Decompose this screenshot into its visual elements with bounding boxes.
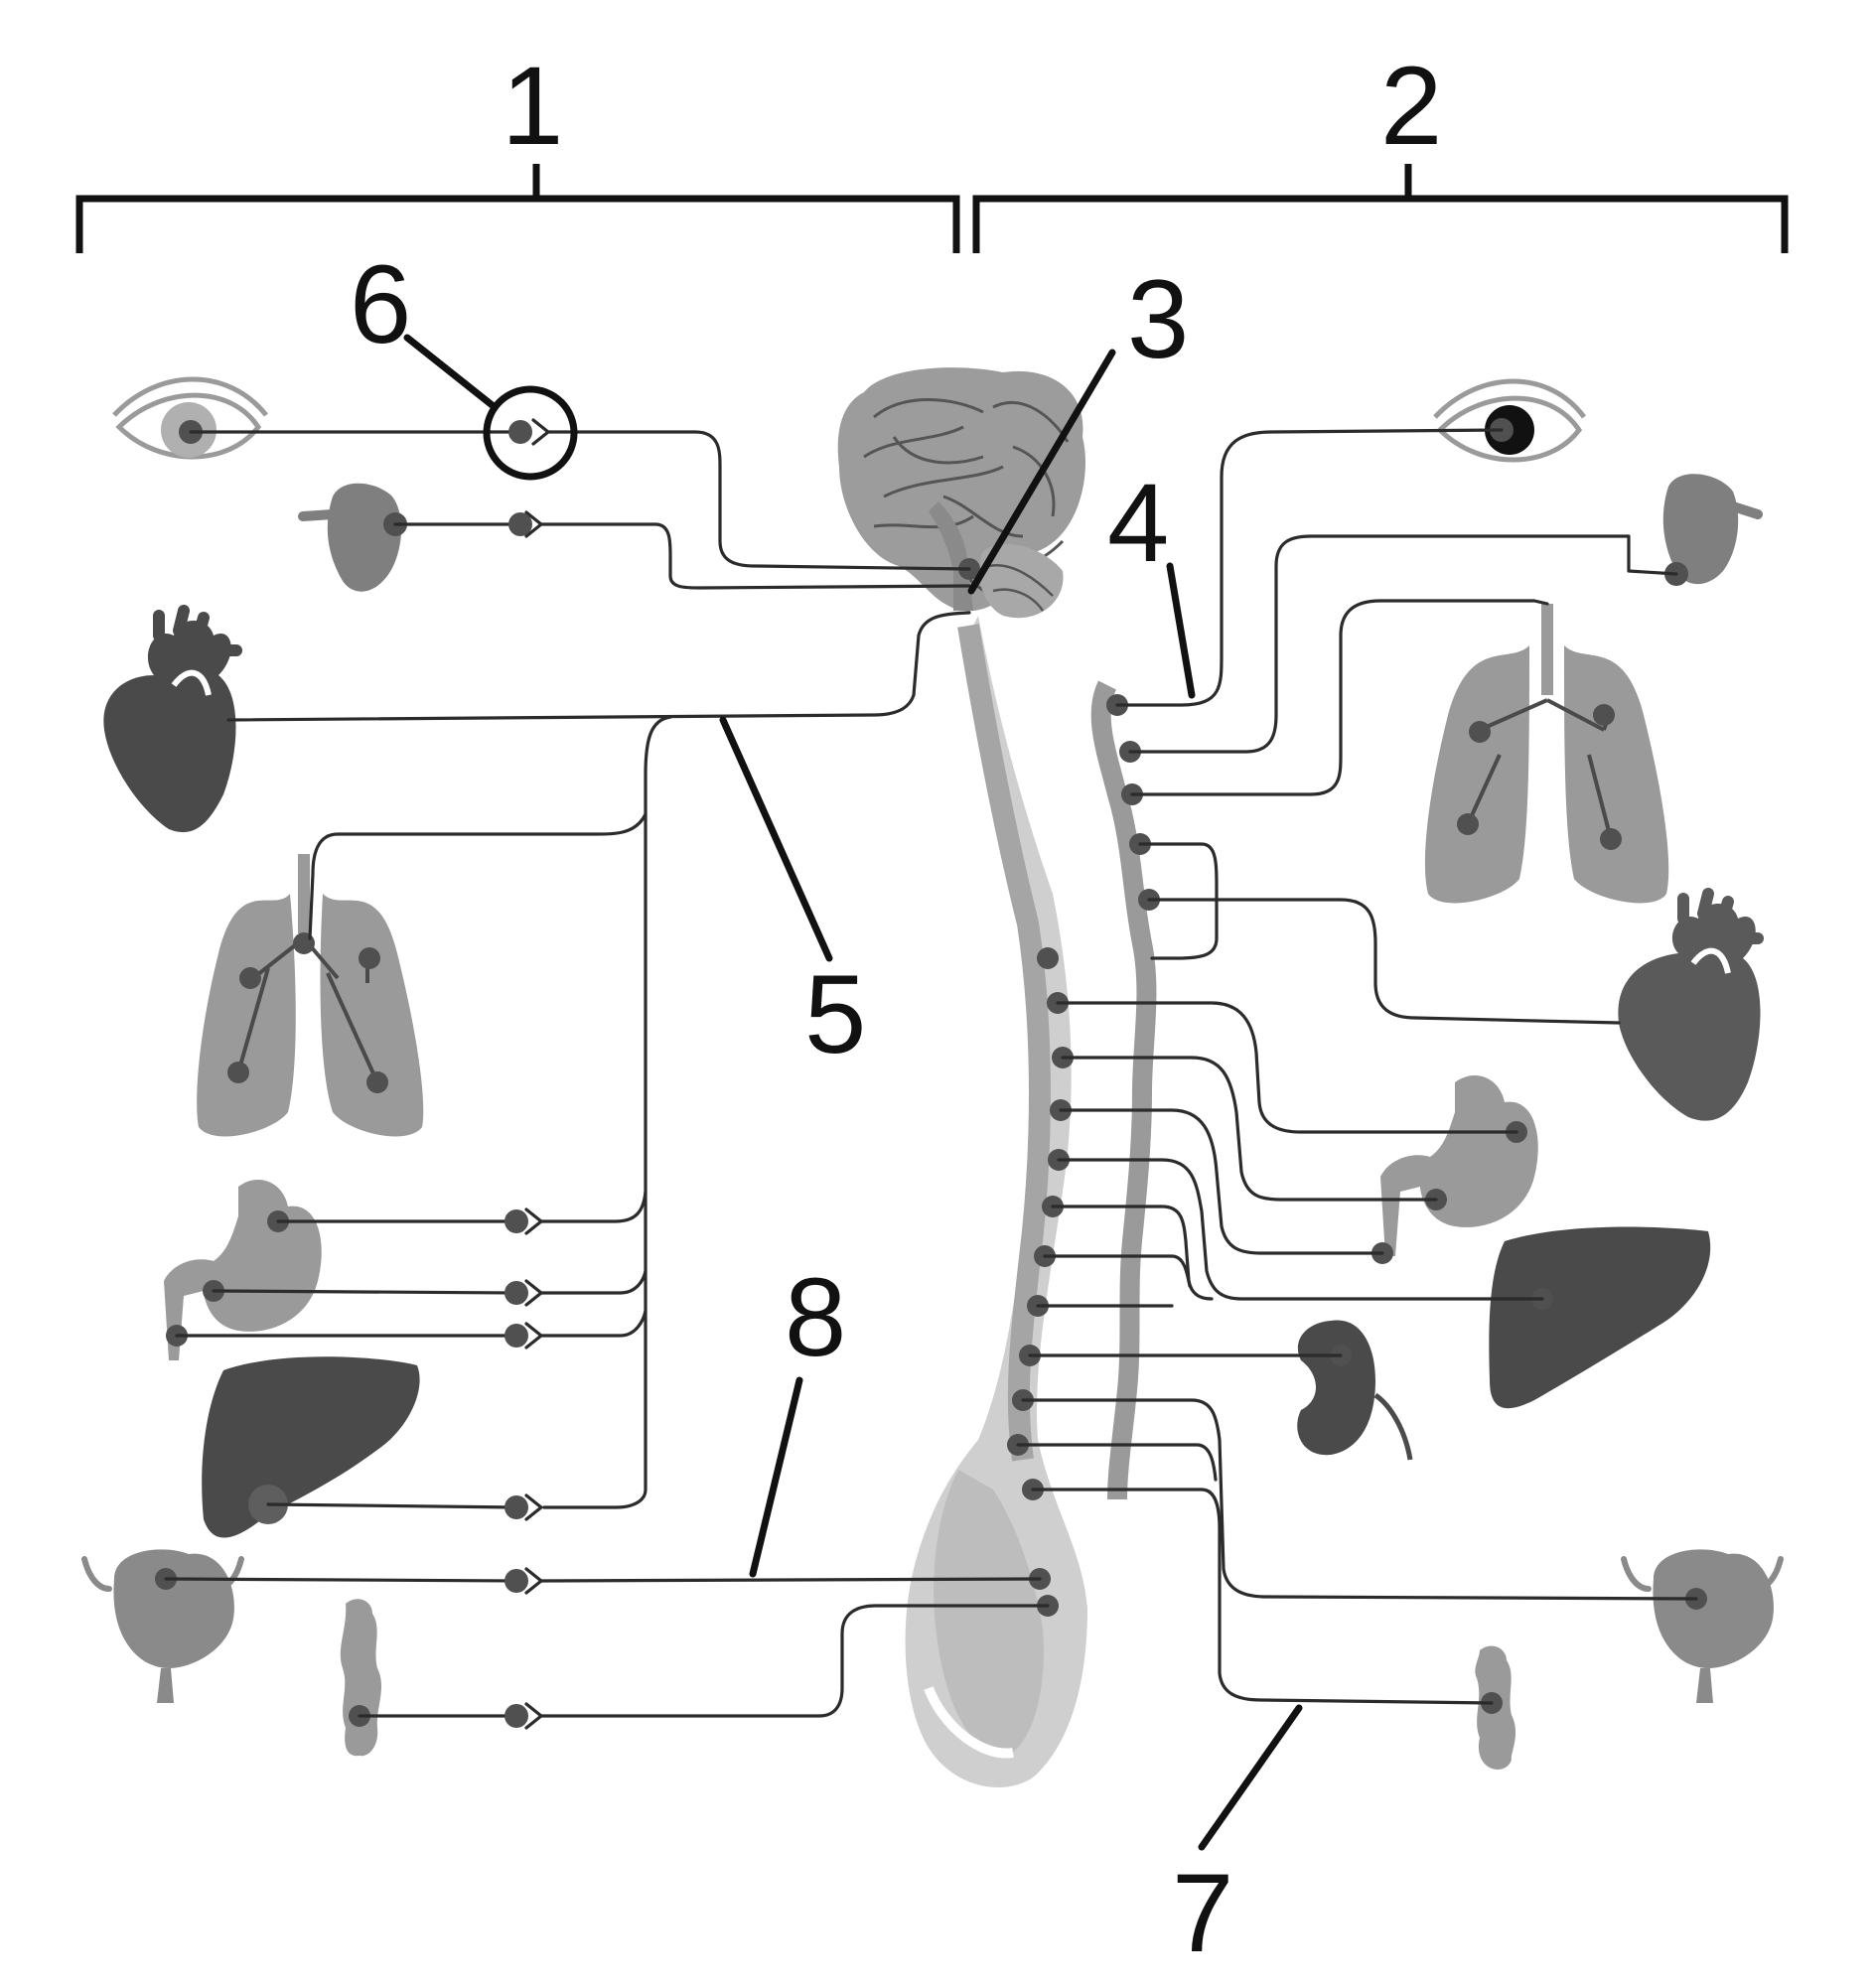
label-8: 8 <box>785 1255 846 1379</box>
liver-icon-right <box>1489 1226 1711 1409</box>
spinal-nodes <box>958 558 1074 1617</box>
label-7: 7 <box>1172 1851 1233 1975</box>
label-3: 3 <box>1127 257 1189 381</box>
bladder-icon-right <box>1621 1549 1784 1703</box>
parasympathetic-ganglia <box>505 420 532 1728</box>
kidney-icon-right <box>1297 1320 1413 1461</box>
label-2: 2 <box>1380 44 1442 168</box>
label-5: 5 <box>804 952 866 1076</box>
parasympathetic-pathways <box>164 418 1050 1730</box>
heart-icon-right <box>1618 888 1764 1121</box>
callout-7: 7 <box>1172 1704 1303 1975</box>
callout-3: 3 <box>967 257 1189 595</box>
brace-left <box>75 164 960 253</box>
heart-icon-left <box>103 605 242 833</box>
eye-icon-left <box>112 376 268 460</box>
callout-5: 5 <box>719 716 866 1076</box>
lungs-icon-right <box>1424 604 1669 904</box>
sympathetic-pathways <box>1016 428 1698 1705</box>
lungs-icon-left <box>197 854 424 1137</box>
sympathetic-chain-icon <box>1090 680 1157 1500</box>
label-1: 1 <box>502 44 563 168</box>
intestine-icon-right <box>1475 1645 1516 1771</box>
stomach-icon-right <box>1371 1074 1538 1264</box>
lacrimal-gland-icon-left <box>298 483 407 592</box>
brace-right <box>972 164 1789 253</box>
eye-icon-right <box>1433 378 1587 463</box>
callout-4: 4 <box>1107 461 1196 699</box>
callout-8: 8 <box>749 1255 846 1578</box>
label-6: 6 <box>350 242 411 366</box>
liver-icon-left <box>202 1356 420 1538</box>
label-4: 4 <box>1107 461 1169 585</box>
bladder-icon-left <box>81 1549 244 1703</box>
brain-icon <box>837 367 1085 619</box>
stomach-icon-left <box>164 1179 322 1360</box>
lacrimal-gland-icon-right <box>1662 474 1763 586</box>
callout-6: 6 <box>350 242 578 481</box>
intestine-icon-left <box>340 1599 382 1757</box>
